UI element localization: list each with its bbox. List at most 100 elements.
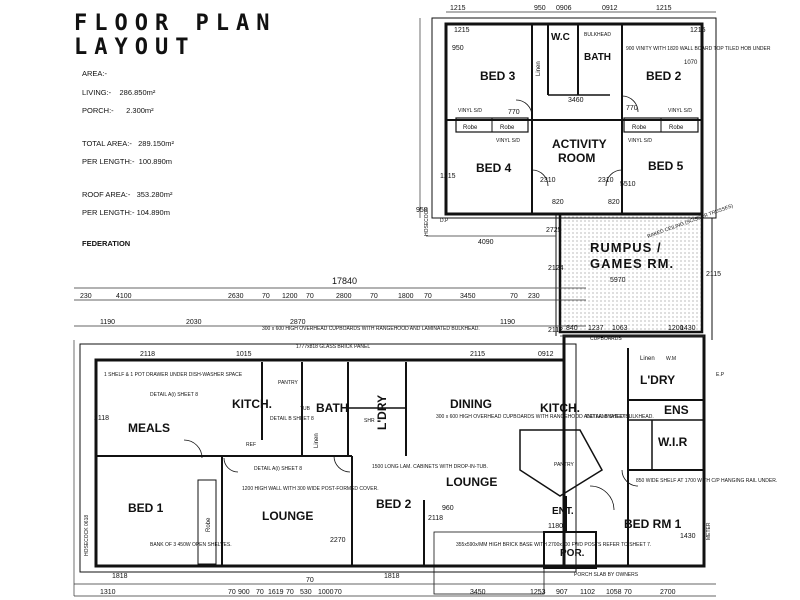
room-activity: ACTIVITY xyxy=(552,137,607,151)
dim-bottom-6: 530 xyxy=(300,589,312,596)
dim-wingsmall-0: 1215 xyxy=(454,27,470,34)
dim-overall: 17840 xyxy=(332,276,357,286)
shr-label: SHR xyxy=(364,418,375,424)
room-bath-left: BATH xyxy=(316,401,348,415)
robe-label-3: Robe xyxy=(632,125,647,131)
wm-label: W.M xyxy=(666,356,676,362)
dim-top-6: 2800 xyxy=(336,293,352,300)
robe-label-4: Robe xyxy=(669,125,684,131)
area-schedule: AREA:- LIVING:- 286.850m² PORCH:- 2.300m… xyxy=(82,60,174,257)
dim-bottom-13: 1058 xyxy=(606,589,622,596)
dim-wingsmall-7: 2310 xyxy=(598,177,614,184)
dim-wingsmall-5: 770 xyxy=(626,105,638,112)
dim-bottom-8: 70 xyxy=(334,589,342,596)
dim-wingsmall-13: 2725 xyxy=(546,227,562,234)
dim-second-3: 1190 xyxy=(500,319,515,326)
room-bedrm1: BED RM 1 xyxy=(624,517,682,531)
note-shelf: 1 SHELF & 1 POT DRAWER UNDER DISH-WASHER… xyxy=(104,372,243,378)
dimension-lines xyxy=(73,11,716,597)
room-ens: ENS xyxy=(664,403,689,417)
pantry-label-left: PANTRY xyxy=(278,380,298,386)
dim-top-1: 4100 xyxy=(116,293,132,300)
rumpus-walls xyxy=(555,212,713,340)
note-dp: D.P xyxy=(440,218,449,224)
robe-label-2: Robe xyxy=(500,125,515,131)
room-wir: W.I.R xyxy=(658,435,688,449)
dim-topwing-4: 1215 xyxy=(656,5,672,12)
note-bed2-dim: 1070 xyxy=(684,60,698,66)
dim-inner-3: 0912 xyxy=(538,351,554,358)
area-roof: ROOF AREA:- 353.280m² xyxy=(82,189,173,199)
plan-title: FLOOR PLAN LAYOUT xyxy=(74,12,276,60)
note-brick-base: 355x590x/MM HIGH BRICK BASE WITH 2700x10… xyxy=(456,542,651,548)
dim-bottom-15: 2700 xyxy=(660,589,676,596)
dim-second-0: 1190 xyxy=(100,319,115,326)
note-porch-slab: PORCH SLAB BY OWNERS xyxy=(574,572,639,578)
dim-topwing-1: 950 xyxy=(534,5,546,12)
dim-bottom-9: 3450 xyxy=(470,589,486,596)
room-bed1: BED 1 xyxy=(128,501,164,515)
dim-wingsmall-11: 1215 xyxy=(440,173,456,180)
note-vinyl-2: VINYL S/D xyxy=(668,108,692,114)
linen-label-left: Linen xyxy=(314,433,320,448)
dim-bottom-4: 1619 xyxy=(268,589,284,596)
dim-wingsmall-16: 2112 xyxy=(548,327,563,334)
room-bed4: BED 4 xyxy=(476,161,512,175)
note-hosecock-2: HOSECOCK 0618 xyxy=(84,515,90,556)
dim-wingsmall-2: 950 xyxy=(452,45,464,52)
room-por: POR. xyxy=(560,548,585,559)
dim-inner-12: 1200 xyxy=(668,325,684,332)
dim-bottom-3: 70 xyxy=(256,589,264,596)
note-ep: E.P xyxy=(716,372,725,378)
dim-topwing-2: 0906 xyxy=(556,5,572,12)
room-ldry-right: L'DRY xyxy=(640,373,675,387)
dim-wing-1: 5970 xyxy=(610,277,626,284)
dim-wingsmall-3: 3460 xyxy=(568,97,584,104)
dim-inner-8: 2270 xyxy=(330,537,346,544)
room-bed2-upper: BED 2 xyxy=(646,69,682,83)
linen-label-upper: Linen xyxy=(536,61,542,76)
dim-top-2: 2630 xyxy=(228,293,244,300)
ref-label: REF xyxy=(246,442,256,448)
dim-wingsmall-1: 1215 xyxy=(690,27,706,34)
dim-wingsmall-12: 950 xyxy=(416,207,428,214)
note-wall-1200: 1200 HIGH WALL WITH 300 WIDE POST-FORMED… xyxy=(242,486,379,492)
dim-topwing-3: 0912 xyxy=(602,5,618,12)
dim-inner-11: 1430 xyxy=(680,533,696,540)
dim-top-12: 230 xyxy=(528,293,540,300)
dim-top-10: 3450 xyxy=(460,293,476,300)
pantry-label-right: PANTRY xyxy=(554,462,574,468)
area-living: LIVING:- 286.850m² xyxy=(82,87,156,97)
dim-wingsmall-14: 2124 xyxy=(548,265,564,272)
note-detail-b: DETAIL B SHEET 8 xyxy=(270,416,314,422)
area-label: AREA:- xyxy=(82,69,108,79)
area-style: FEDERATION xyxy=(82,239,174,248)
dim-inner-16: 840 xyxy=(566,325,578,332)
dim-top-9: 70 xyxy=(424,293,432,300)
note-vinyl-4: VINYL S/D xyxy=(628,138,652,144)
note-overhead-left: 300 x 600 HIGH OVERHEAD CUPBOARDS WITH R… xyxy=(262,326,480,332)
note-detail-a2: DETAIL A(i) SHEET 8 xyxy=(254,466,302,472)
area-roof-per-length: PER LENGTH:- 104.890m xyxy=(82,208,170,218)
room-meals: MEALS xyxy=(128,421,170,435)
dim-inner-9: 960 xyxy=(442,505,454,512)
note-vinyl-3: VINYL S/D xyxy=(496,138,520,144)
note-overhead-right: 300 x 600 HIGH OVERHEAD CUPBOARDS WITH R… xyxy=(436,414,654,420)
room-bed5: BED 5 xyxy=(648,159,684,173)
note-hosecock-1: HOSECOCK xyxy=(424,207,430,236)
room-rumpus: RUMPUS / xyxy=(590,240,662,255)
dim-wingsmall-4: 770 xyxy=(508,109,520,116)
room-games: GAMES RM. xyxy=(590,256,674,271)
dim-inner-5: 1818 xyxy=(112,573,128,580)
note-detail-a: DETAIL A(i) SHEET 8 xyxy=(150,392,198,398)
linen-label-right: Linen xyxy=(640,356,655,362)
bulkhead-label: BULKHEAD xyxy=(584,32,611,38)
dim-bottom-12: 1102 xyxy=(580,589,595,596)
dim-second-2: 2870 xyxy=(290,319,306,326)
note-vanity: 900 VINITY WITH 1820 WALL BOARD TOP TILE… xyxy=(626,46,771,52)
room-bed2-left: BED 2 xyxy=(376,497,412,511)
room-ldry-left: L'DRY xyxy=(375,395,389,430)
note-lam-cab: 1500 LONG LAM. CABINETS WITH DROP-IN-TUB… xyxy=(372,464,488,470)
